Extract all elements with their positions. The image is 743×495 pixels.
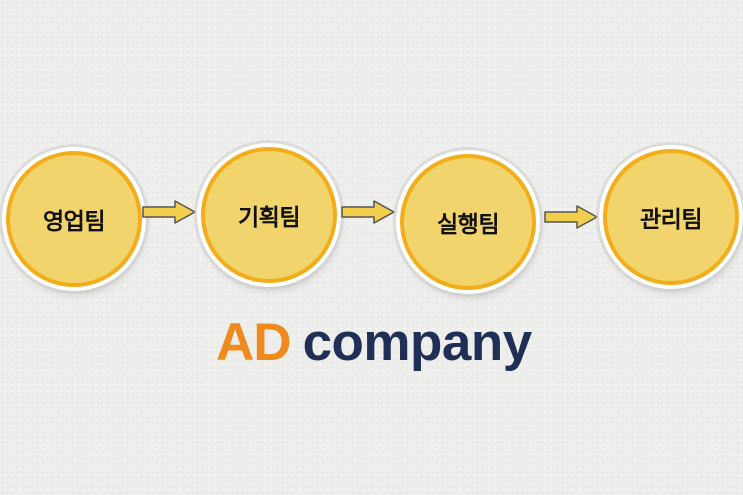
logo-accent-text: AD (216, 313, 292, 372)
process-step-management-team: 관리팀 (603, 149, 739, 285)
company-logo: AD company (216, 312, 532, 372)
right-arrow-icon (142, 200, 196, 224)
process-step-execution-team: 실행팀 (400, 154, 536, 290)
process-step-planning-team: 기획팀 (201, 147, 337, 283)
process-step-sales-team: 영업팀 (6, 151, 142, 287)
right-arrow-icon (341, 200, 395, 224)
process-step-label: 관리팀 (640, 207, 702, 233)
process-step-label: 기획팀 (238, 205, 300, 231)
logo-name-text: company (302, 313, 533, 372)
right-arrow-icon (544, 205, 598, 229)
process-step-label: 영업팀 (43, 209, 105, 235)
process-step-label: 실행팀 (437, 212, 499, 238)
